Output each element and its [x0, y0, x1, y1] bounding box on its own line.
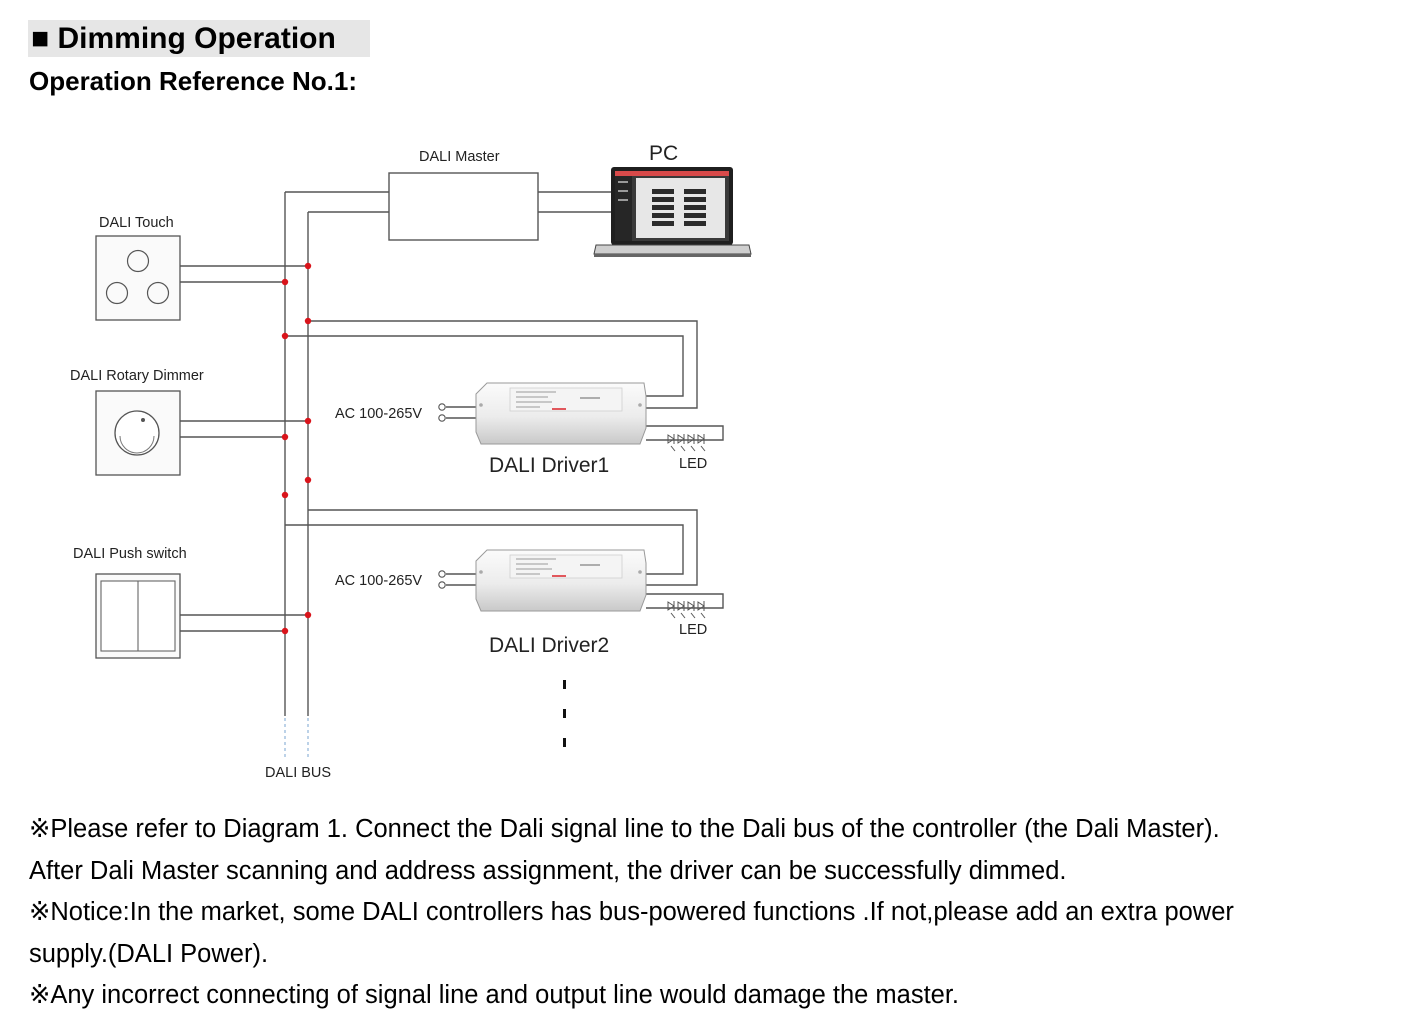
led-icon: [667, 434, 706, 452]
push-switch-icon: [95, 573, 181, 659]
led-driver-icon: [475, 549, 647, 612]
dali-master-label: DALI Master: [419, 149, 500, 165]
notes: ※Please refer to Diagram 1. Connect the …: [29, 809, 1389, 1017]
title-square-mark: ■: [31, 22, 50, 55]
rotary-dimmer-icon: [95, 390, 181, 476]
junction-dots: [281, 262, 312, 635]
dali-touch-label: DALI Touch: [99, 215, 174, 231]
more-drivers-indicator: [563, 680, 566, 747]
led-label-1: LED: [679, 456, 707, 472]
led-driver-icon: [475, 382, 647, 445]
note-line-3: ※Notice:In the market, some DALI control…: [29, 898, 1234, 926]
wiring-diagram: DALI Master PC DALI Touch DALI Rotary Di…: [70, 142, 752, 781]
bus-continuation: [284, 718, 309, 758]
subtitle: Operation Reference No.1:: [29, 66, 357, 96]
ac-terminals-2: [438, 570, 446, 589]
section-title: ■ Dimming Operation: [28, 20, 370, 57]
section-title-text: Dimming Operation: [57, 22, 336, 55]
note-line-5: ※Any incorrect connecting of signal line…: [29, 981, 960, 1009]
led-label-2: LED: [679, 622, 707, 638]
ac-input-label-2: AC 100-265V: [335, 573, 422, 589]
dali-bus-label: DALI BUS: [265, 765, 331, 781]
note-line-4: supply.(DALI Power).: [29, 939, 269, 968]
led-icon: [667, 601, 706, 619]
driver2-label: DALI Driver2: [489, 634, 609, 657]
dali-push-label: DALI Push switch: [73, 546, 187, 562]
driver1-label: DALI Driver1: [489, 454, 609, 477]
note-line-1: ※Please refer to Diagram 1. Connect the …: [29, 815, 1220, 843]
note-line-2: After Dali Master scanning and address a…: [29, 856, 1067, 885]
dali-master-box: [388, 172, 539, 241]
touch-panel-icon: [95, 235, 181, 321]
dali-rotary-label: DALI Rotary Dimmer: [70, 368, 204, 384]
pc-label: PC: [649, 142, 678, 165]
ac-input-label-1: AC 100-265V: [335, 406, 422, 422]
ac-terminals-1: [438, 403, 446, 422]
laptop-icon: [593, 167, 752, 257]
bus-wiring: [180, 191, 724, 716]
